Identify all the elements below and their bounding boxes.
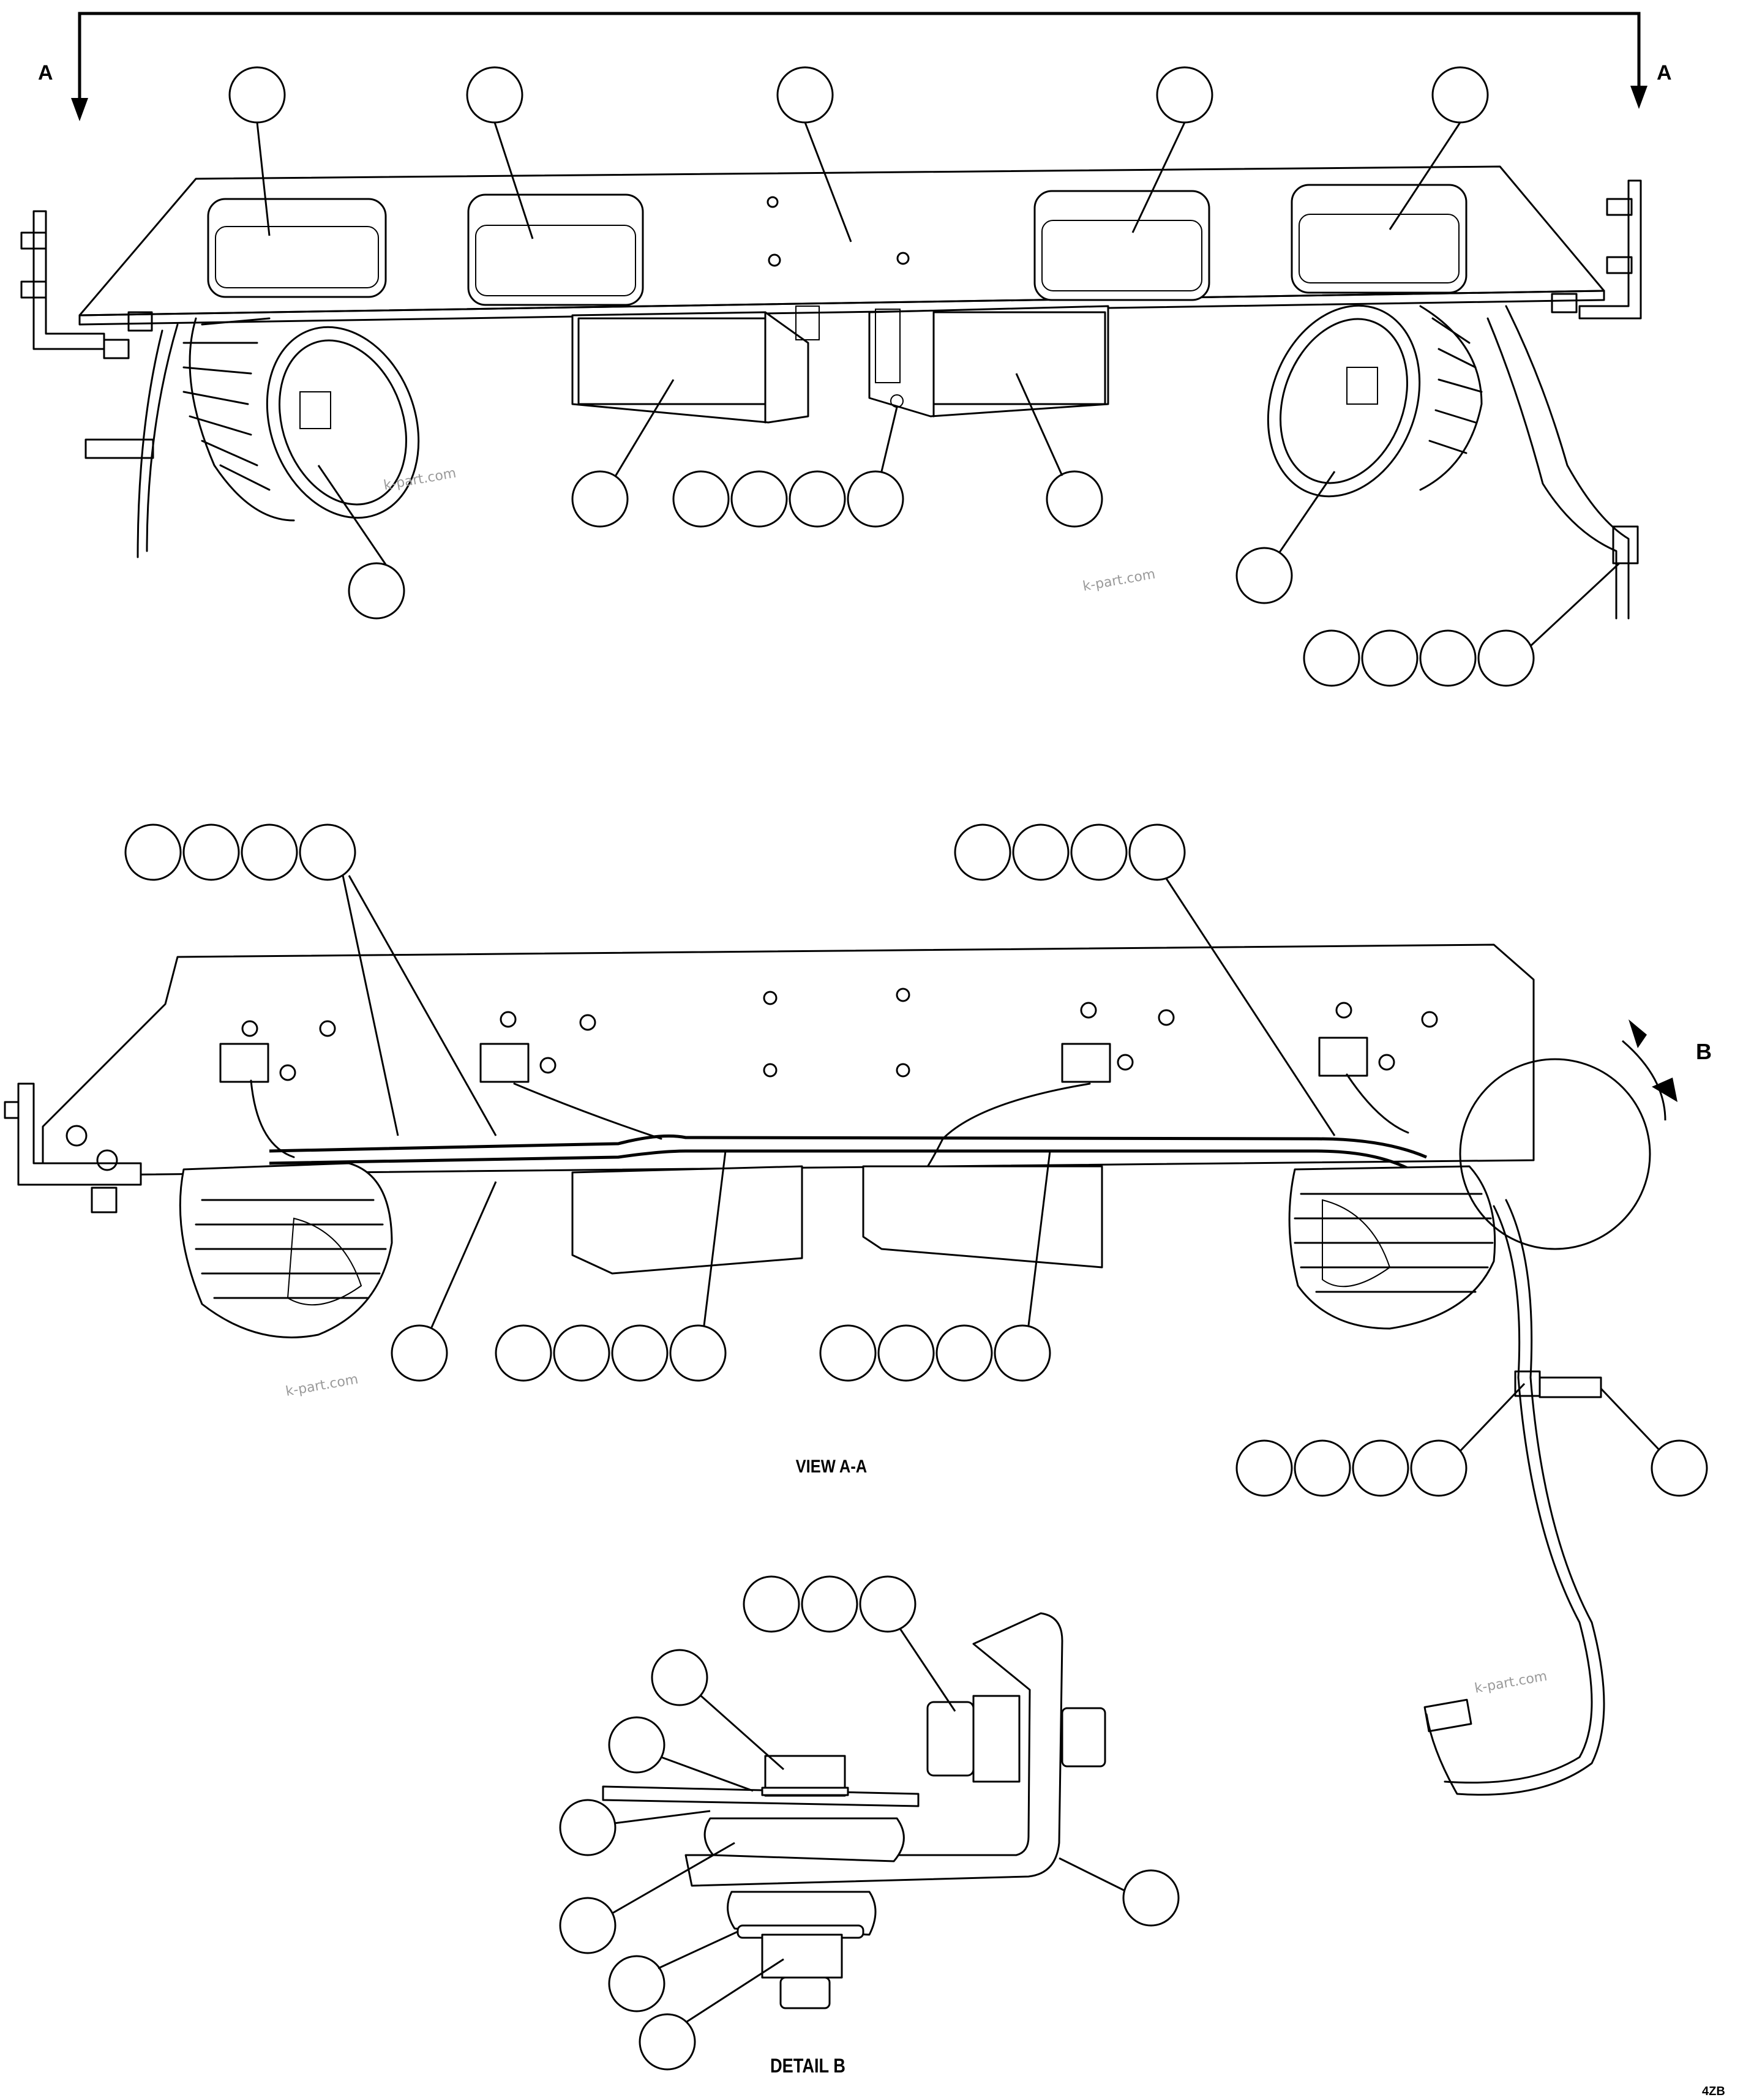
figure-code: 4ZB bbox=[1702, 2085, 1725, 2098]
watermark-2: k-part.com bbox=[1082, 566, 1156, 594]
round-work-light-left bbox=[182, 317, 420, 522]
plate-rear bbox=[42, 943, 1535, 1177]
watermark-3: k-part.com bbox=[285, 1371, 359, 1399]
section-marker-left: A bbox=[38, 61, 53, 84]
top-view-bracket-assembly bbox=[20, 165, 1642, 620]
detail-b-assembly bbox=[602, 1612, 1106, 2009]
view-a-a-callouts bbox=[124, 823, 1708, 1497]
rubber-isolator-lower bbox=[727, 1891, 877, 1936]
work-light-rect-2 bbox=[467, 193, 644, 306]
round-lamp-right-a bbox=[1288, 1165, 1496, 1330]
work-light-rect-3 bbox=[1033, 190, 1210, 301]
plate-studs bbox=[241, 988, 1438, 1081]
harness-cable-left bbox=[146, 323, 179, 552]
side-bracket-left bbox=[20, 210, 153, 359]
flat-plate-detail bbox=[602, 1785, 920, 1807]
top-view-callouts bbox=[228, 66, 1621, 687]
side-bracket-right bbox=[1551, 179, 1642, 320]
detail-marker: B bbox=[1696, 1039, 1712, 1064]
detail-label: DETAIL B bbox=[770, 2055, 845, 2077]
work-light-rect-4 bbox=[1291, 184, 1467, 294]
pigtail-lead bbox=[1425, 1199, 1605, 1796]
rubber-isolator-upper bbox=[703, 1817, 905, 1862]
section-line-a-a: A A bbox=[38, 12, 1672, 121]
lower-lamp-left bbox=[571, 306, 820, 424]
view-a-a-assembly: B bbox=[4, 943, 1712, 1796]
detail-b-circle bbox=[1459, 1058, 1651, 1250]
harness-cable-right bbox=[1505, 305, 1630, 620]
section-marker-right: A bbox=[1657, 61, 1672, 84]
lamp-housing-left-a bbox=[571, 1165, 803, 1275]
view-label: VIEW A-A bbox=[796, 1456, 868, 1476]
main-harness bbox=[269, 1134, 1427, 1159]
side-bracket-left-a bbox=[17, 1082, 142, 1186]
lamp-housing-right-a bbox=[862, 1165, 1103, 1269]
detail-b-callouts bbox=[559, 1575, 1180, 2071]
mount-bracket-detail bbox=[684, 1612, 1063, 1887]
round-work-light-right bbox=[1267, 304, 1483, 498]
lower-lamp-right bbox=[868, 305, 1109, 418]
work-light-rect-1 bbox=[207, 198, 387, 298]
round-lamp-left-a bbox=[179, 1162, 393, 1338]
watermark-4: k-part.com bbox=[1474, 1668, 1548, 1696]
